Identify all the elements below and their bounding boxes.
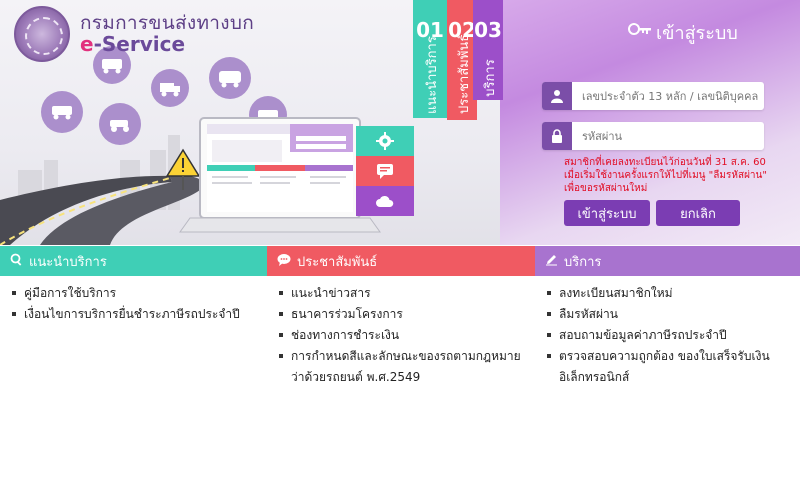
list-item[interactable]: ลงทะเบียนสมาชิกใหม่ <box>535 283 800 304</box>
list-item[interactable]: เงื่อนไขการบริการยื่นชำระภาษีรถประจำปี <box>0 304 267 325</box>
list-item[interactable]: ช่องทางการชำระเงิน <box>267 325 535 346</box>
section-services-header: บริการ <box>535 246 800 276</box>
section-news-list: แนะนำข่าวสาร ธนาคารร่วมโครงการ ช่องทางกา… <box>267 283 535 388</box>
cloud-icon[interactable] <box>356 186 414 216</box>
org-name: กรมการขนส่งทางบก <box>80 12 254 34</box>
login-title: เข้าสู่ระบบ <box>656 23 738 44</box>
ribbon-number: 02 <box>448 18 476 42</box>
section-intro-title: แนะนำบริการ <box>29 254 107 270</box>
ribbon-intro[interactable]: 01 แนะนำบริการ <box>413 0 447 118</box>
ribbon-services[interactable]: 03 บริการ <box>473 0 503 100</box>
section-intro-list: คู่มือการใช้บริการ เงื่อนไขการบริการยื่น… <box>0 283 267 325</box>
section-services: บริการ ลงทะเบียนสมาชิกใหม่ ลืมรหัสผ่าน ส… <box>535 246 800 481</box>
username-input[interactable] <box>582 83 758 109</box>
user-icon <box>542 82 572 110</box>
username-field <box>542 82 764 110</box>
list-item[interactable]: สอบถามข้อมูลค่าภาษีรถประจำปี <box>535 325 800 346</box>
ribbon-news[interactable]: 02 ประชาสัมพันธ์ <box>447 0 477 120</box>
login-button[interactable]: เข้าสู่ระบบ <box>564 200 650 226</box>
list-item[interactable]: ตรวจสอบความถูกต้อง ของใบเสร็จรับเงินอิเล… <box>535 346 800 388</box>
chat-icon[interactable] <box>356 156 414 186</box>
search-icon <box>10 253 23 270</box>
eservice-logo-text: e-Service <box>80 32 186 56</box>
section-services-title: บริการ <box>564 254 602 270</box>
list-item[interactable]: ธนาคารร่วมโครงการ <box>267 304 535 325</box>
department-seal-logo <box>14 6 70 62</box>
login-notice: สมาชิกที่เคยลงทะเบียนไว้ก่อนวันที่ 31 ส.… <box>564 157 767 194</box>
section-intro: แนะนำบริการ คู่มือการใช้บริการ เงื่อนไขก… <box>0 246 267 481</box>
section-services-list: ลงทะเบียนสมาชิกใหม่ ลืมรหัสผ่าน สอบถามข้… <box>535 283 800 388</box>
list-item[interactable]: คู่มือการใช้บริการ <box>0 283 267 304</box>
hero-banner: กรมการขนส่งทางบก e-Service เข้าสู่ระบบ <box>0 0 800 245</box>
ribbon-label: แนะนำบริการ <box>425 36 440 114</box>
list-item[interactable]: ลืมรหัสผ่าน <box>535 304 800 325</box>
section-intro-header: แนะนำบริการ <box>0 246 267 276</box>
ribbon-number: 03 <box>474 18 502 42</box>
list-item[interactable]: การกำหนดสีและลักษณะของรถตามกฎหมายว่าด้วย… <box>267 346 535 388</box>
cancel-button[interactable]: ยกเลิก <box>656 200 740 226</box>
section-news-header: ประชาสัมพันธ์ <box>267 246 535 276</box>
ribbon-label: บริการ <box>483 59 498 97</box>
key-icon <box>628 23 651 35</box>
login-panel: เข้าสู่ระบบ สมาชิกที่เคยลงทะเบียนไว้ก่อน… <box>500 0 800 245</box>
chat-icon <box>277 253 291 270</box>
ribbon-label: ประชาสัมพันธ์ <box>457 33 472 114</box>
gear-icon[interactable] <box>356 126 414 156</box>
side-icon-stack <box>356 126 414 218</box>
password-field <box>542 122 764 150</box>
section-news: ประชาสัมพันธ์ แนะนำข่าวสาร ธนาคารร่วมโคร… <box>267 246 535 481</box>
ribbon-number: 01 <box>416 18 444 42</box>
lock-icon <box>542 122 572 150</box>
password-input[interactable] <box>582 123 758 149</box>
section-news-title: ประชาสัมพันธ์ <box>297 254 378 270</box>
list-item[interactable]: แนะนำข่าวสาร <box>267 283 535 304</box>
pencil-icon <box>545 253 558 270</box>
